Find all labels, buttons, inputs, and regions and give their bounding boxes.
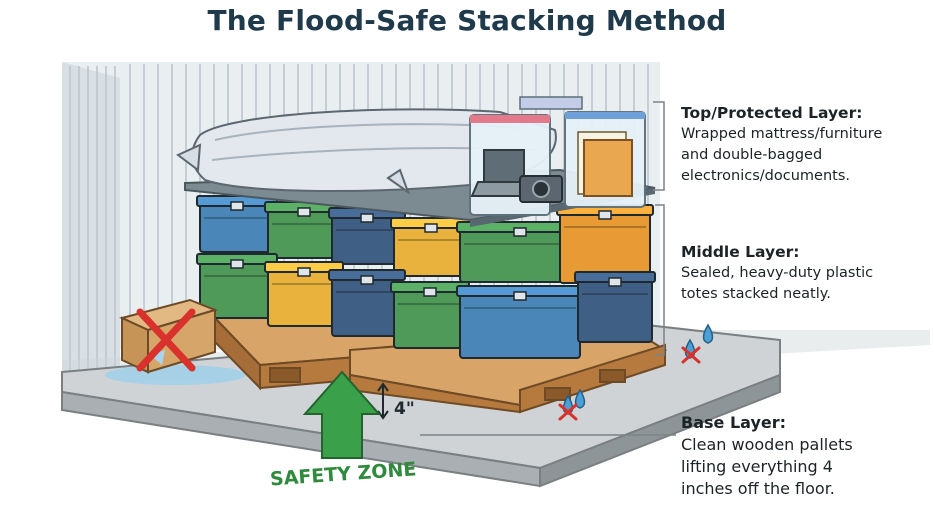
document-folder-icon [577,131,633,197]
electronics-bag [469,114,563,216]
x-mark-icon [136,308,196,372]
documents-bag [519,96,646,208]
safety-zone-label: SAFETY ZONE [269,458,417,490]
callout-brackets [420,101,676,436]
plastic-tote [390,217,472,277]
callout-line: Sealed, heavy-duty plastic [681,265,874,281]
callout-top-layer: Top/Protected Layer: Wrapped mattress/fu… [681,104,926,187]
callout-line: totes stacked neatly. [681,286,831,302]
callout-line: Clean wooden pallets [681,435,853,454]
callout-line: and double-bagged [681,147,823,163]
callout-middle-layer: Middle Layer: Sealed, heavy-duty plastic… [681,243,926,305]
plastic-tote [196,253,278,319]
cardboard-box-icon [119,298,219,374]
callout-heading: Middle Layer: [681,243,800,261]
x-mark-icon [558,346,701,421]
plastic-tote [328,207,406,265]
water-puddle [105,365,245,385]
camera-icon [519,175,563,203]
callout-heading: Top/Protected Layer: [681,104,863,122]
plastic-totes [196,195,656,359]
callout-body: Clean wooden pallets lifting everything … [681,434,926,500]
callout-line: electronics/documents. [681,168,850,184]
callout-heading: Base Layer: [681,413,787,432]
plastic-tote [574,271,656,343]
callout-body: Wrapped mattress/furniture and double-ba… [681,124,926,187]
callout-line: lifting everything 4 [681,457,833,476]
callout-body: Sealed, heavy-duty plastic totes stacked… [681,263,926,305]
up-arrow-icon [302,370,382,459]
callout-line: Wrapped mattress/furniture [681,126,883,142]
gap-label: 4" [394,399,415,419]
plastic-tote [390,281,470,349]
callout-base-layer: Base Layer: Clean wooden pallets lifting… [681,413,926,500]
plastic-tote [456,285,584,359]
callout-line: inches off the floor. [681,479,835,498]
page-title: The Flood-Safe Stacking Method [207,4,727,37]
